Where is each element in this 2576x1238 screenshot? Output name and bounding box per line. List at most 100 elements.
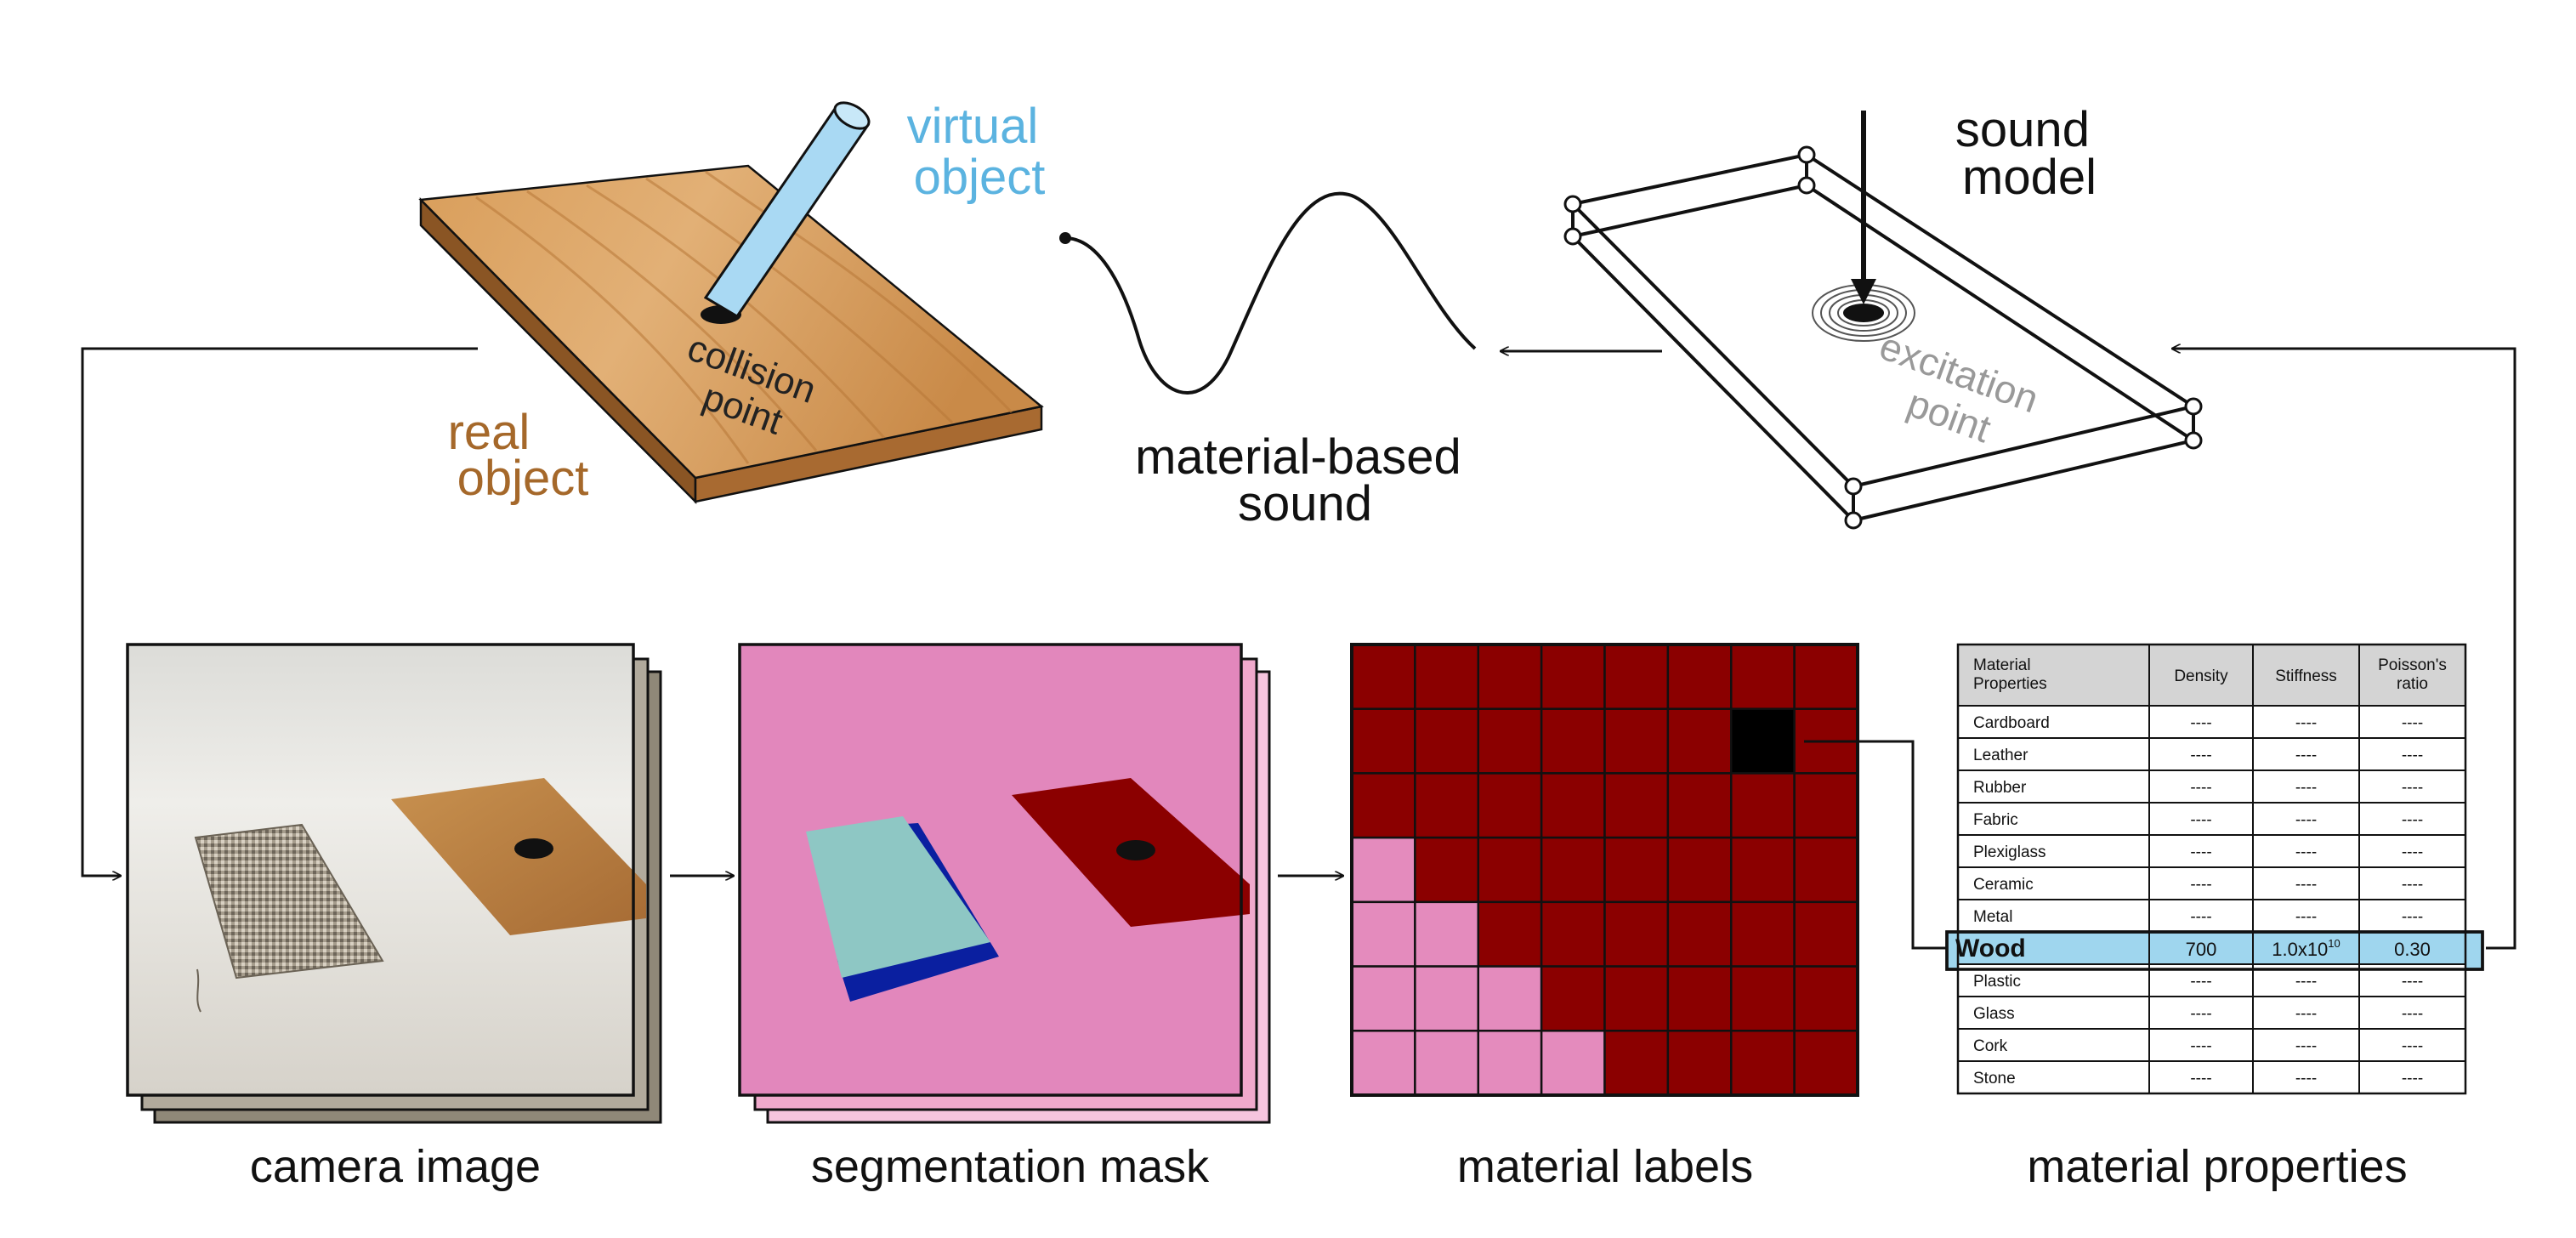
table-cell-material: Metal <box>1973 908 2012 926</box>
table-cell-poisson: ---- <box>2402 714 2423 732</box>
grid-cell <box>1350 900 1416 968</box>
table-cell-material: Fabric <box>1973 811 2018 829</box>
grid-cell <box>1477 836 1543 904</box>
table-cell-material: Leather <box>1973 747 2028 764</box>
grid-cell <box>1666 836 1733 904</box>
grid-cell <box>1350 772 1416 839</box>
grid-cell <box>1540 772 1606 839</box>
table-cell-stiffness: ---- <box>2295 779 2317 797</box>
sound-model-label: sound model <box>1955 102 2103 205</box>
grid-cell <box>1477 900 1543 968</box>
arrow-table-to-model <box>2172 349 2516 950</box>
table-cell-poisson: ---- <box>2402 747 2423 764</box>
grid-cell <box>1666 772 1733 839</box>
grid-border <box>1350 643 1859 1097</box>
grid-cell <box>1350 965 1416 1032</box>
grid-cell <box>1603 707 1670 775</box>
arrow-real-to-camera <box>81 347 478 876</box>
table-cell-poisson: ---- <box>2402 908 2423 926</box>
grid-cell <box>1350 1030 1416 1097</box>
excitation-hole <box>1843 304 1884 322</box>
table-cell-stiffness: ---- <box>2295 876 2317 894</box>
sound-wave <box>1059 191 1477 395</box>
table-cell-stiffness: ---- <box>2295 1005 2317 1023</box>
table-cell-stiffness: ---- <box>2295 843 2317 861</box>
table-cell-material: Stone <box>1973 1070 2016 1088</box>
grid-cell <box>1793 643 1859 710</box>
grid-cell <box>1477 643 1543 710</box>
grid-cell <box>1540 965 1606 1032</box>
grid-cell <box>1730 1030 1796 1097</box>
camera-image-stack <box>126 643 662 1124</box>
table-cell-density: ---- <box>2190 843 2211 861</box>
grid-cell <box>1477 707 1543 775</box>
camera-image <box>126 643 646 1097</box>
grid-cell <box>1540 707 1606 775</box>
virtual-object-cylinder <box>703 101 871 319</box>
grid-cell <box>1793 900 1859 968</box>
table-row <box>1957 996 2466 1030</box>
grid-cell <box>1730 836 1796 904</box>
table-row <box>1957 737 2466 771</box>
table-cell-poisson: ---- <box>2402 779 2423 797</box>
grid-cell <box>1414 836 1479 904</box>
caption-material-labels: material labels <box>1457 1141 1753 1192</box>
grid-cell <box>1603 643 1670 710</box>
table-cell-stiffness: 1.0x1010 <box>2272 937 2341 960</box>
table-cell-density: ---- <box>2190 1005 2211 1023</box>
table-cell-poisson: ---- <box>2402 811 2423 829</box>
grid-cell <box>1603 900 1670 968</box>
table-row <box>1957 1060 2466 1094</box>
grid-cell <box>1414 900 1479 968</box>
grid-cell <box>1414 965 1479 1032</box>
table-cell-poisson: ---- <box>2402 1005 2423 1023</box>
caption-camera-image: camera image <box>250 1141 541 1192</box>
grid-cell <box>1603 965 1670 1032</box>
grid-cell <box>1540 1030 1606 1097</box>
grid-cell <box>1793 1030 1859 1097</box>
grid-cell <box>1350 707 1416 775</box>
grid-cell <box>1414 772 1479 839</box>
grid-cell <box>1666 900 1733 968</box>
grid-cell <box>1603 836 1670 904</box>
material-based-sound-label: material-based sound <box>1135 429 1475 531</box>
grid-cell <box>1540 900 1606 968</box>
segmentation-mask <box>738 643 1250 1097</box>
table-row-highlight-border <box>1945 930 2484 971</box>
table-cell-stiffness: ---- <box>2295 811 2317 829</box>
table-cell-stiffness: ---- <box>2295 714 2317 732</box>
table-cell-material: Wood <box>1955 934 2026 963</box>
grid-cell <box>1730 772 1796 839</box>
grid-cell <box>1477 1030 1543 1097</box>
grid-cell <box>1350 643 1416 710</box>
material-label-grid <box>1350 643 1859 1097</box>
table-cell-stiffness: ---- <box>2295 973 2317 991</box>
grid-cell <box>1793 772 1859 839</box>
grid-cell <box>1603 1030 1670 1097</box>
table-cell-density: ---- <box>2190 1037 2211 1055</box>
caption-segmentation-mask: segmentation mask <box>811 1141 1210 1192</box>
grid-cell-collision <box>1730 707 1796 775</box>
grid-cell <box>1603 772 1670 839</box>
grid-cell <box>1477 965 1543 1032</box>
plate-corner-nodes <box>1563 145 2203 530</box>
table-cell-density: ---- <box>2190 811 2211 829</box>
grid-cell <box>1540 836 1606 904</box>
grid-cell <box>1666 1030 1733 1097</box>
grid-cell <box>1666 965 1733 1032</box>
virtual-object-label: virtual object <box>907 99 1053 205</box>
real-object-label: real object <box>448 405 589 506</box>
table-cell-density: ---- <box>2190 779 2211 797</box>
table-cell-material: Glass <box>1973 1005 2015 1023</box>
table-cell-poisson: 0.30 <box>2394 939 2431 960</box>
table-cell-material: Plexiglass <box>1973 843 2046 861</box>
table-cell-density: ---- <box>2190 973 2211 991</box>
arrow-cell-to-wood <box>1804 740 1955 948</box>
grid-cell <box>1414 643 1479 710</box>
table-cell-poisson: ---- <box>2402 843 2423 861</box>
table-cell-stiffness: ---- <box>2295 1070 2317 1088</box>
